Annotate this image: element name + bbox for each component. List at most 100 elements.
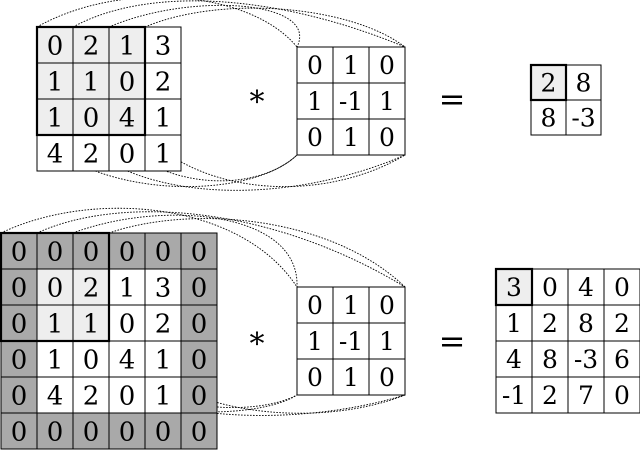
top-input-matrix-cell [108, 98, 146, 136]
bottom-input-matrix-value: 2 [83, 273, 100, 303]
bottom-kernel-matrix-value: -1 [339, 327, 363, 356]
bottom-output-matrix-cell [567, 304, 605, 342]
bottom-input-matrix-cell [180, 304, 218, 342]
top-convolution-operator: * [250, 85, 265, 120]
bottom-input-matrix-cell [144, 376, 182, 414]
bottom-kernel-matrix-value: 1 [343, 291, 359, 320]
top-input-matrix-value: 2 [83, 139, 100, 169]
bottom-input-matrix-value: 0 [191, 345, 208, 375]
top-input-matrix-value: 1 [47, 67, 64, 97]
top-kernel-matrix-value: 1 [343, 123, 359, 152]
bottom-input-matrix-value: 0 [155, 237, 172, 267]
bottom-output-matrix-cell [603, 340, 640, 378]
top-equals-sign: = [439, 80, 466, 118]
top-output-matrix-value: 8 [576, 69, 592, 98]
bottom-input-matrix-value: 0 [119, 381, 136, 411]
bottom-output-matrix-cell [603, 376, 640, 414]
top-kernel-matrix-value: 0 [379, 51, 395, 80]
bottom-output-matrix-value: 2 [542, 309, 558, 338]
bottom-input-matrix-value: 4 [119, 345, 136, 375]
bottom-input-matrix-value: 0 [191, 417, 208, 447]
top-input-matrix-cell [72, 26, 110, 64]
top-input-matrix-cell [72, 98, 110, 136]
bottom-kernel-matrix-value: 1 [307, 327, 323, 356]
bottom-input-matrix-cell [36, 340, 74, 378]
top-kernel-matrix-value: 1 [379, 87, 395, 116]
top-output-matrix-value: -3 [571, 104, 595, 133]
bottom-output-matrix-value: 2 [542, 381, 558, 410]
top-kernel-matrix-value: 1 [343, 51, 359, 80]
bottom-input-window [0, 231, 111, 343]
bottom-output-matrix-value: 4 [578, 273, 594, 302]
top-arc [108, 4, 300, 48]
bottom-input-matrix-cell [72, 304, 110, 342]
bottom-input-matrix-value: 0 [155, 417, 172, 447]
bottom-output-highlight [494, 267, 534, 307]
bottom-kernel-matrix-cell [332, 286, 370, 324]
bottom-input-matrix-cell [180, 232, 218, 270]
bottom-input-matrix-value: 0 [11, 345, 28, 375]
bottom-output-matrix-value: 0 [614, 273, 630, 302]
top-output-matrix-cell [530, 64, 567, 101]
bottom-input-matrix-value: 0 [83, 237, 100, 267]
top-kernel-matrix-cell [296, 46, 334, 84]
top-input-matrix-value: 1 [83, 67, 100, 97]
bottom-kernel-matrix-cell [368, 286, 406, 324]
bottom-input-matrix-cell [0, 412, 38, 450]
bottom-kernel-matrix-value: 0 [307, 363, 323, 392]
bottom-arc [0, 207, 298, 288]
bottom-input-matrix-value: 2 [83, 381, 100, 411]
bottom-input-matrix-cell [72, 412, 110, 450]
bottom-input-matrix-cell [108, 376, 146, 414]
bottom-input-matrix-value: 1 [155, 381, 172, 411]
bottom-input-matrix-value: 0 [119, 237, 136, 267]
bottom-input-matrix-value: 0 [119, 309, 136, 339]
top-output-matrix-cell [565, 64, 602, 101]
bottom-input-matrix-cell [144, 412, 182, 450]
bottom-output-matrix-value: 0 [614, 381, 630, 410]
top-input-matrix-value: 3 [155, 31, 172, 61]
bottom-output-matrix-cell [495, 304, 533, 342]
bottom-input-matrix-value: 2 [155, 309, 172, 339]
top-input-matrix-value: 2 [155, 67, 172, 97]
top-kernel-matrix-value: 0 [307, 123, 323, 152]
bottom-input-matrix-value: 0 [83, 345, 100, 375]
top-input-matrix-value: 0 [47, 31, 64, 61]
bottom-output-matrix-cell [567, 268, 605, 306]
bottom-output-matrix-value: 4 [506, 345, 522, 374]
top-output-matrix-cell [565, 99, 602, 136]
bottom-input-matrix-cell [144, 304, 182, 342]
bottom-input-matrix-value: 0 [191, 237, 208, 267]
top-kernel-matrix-value: 0 [307, 51, 323, 80]
bottom-input-matrix-cell [180, 412, 218, 450]
bottom-input-matrix-value: 0 [11, 309, 28, 339]
top-input-matrix-value: 2 [83, 31, 100, 61]
top-kernel-matrix-value: 0 [379, 123, 395, 152]
bottom-output-matrix-value: -1 [502, 381, 526, 410]
bottom-input-matrix-cell [0, 376, 38, 414]
bottom-input-matrix-cell [36, 412, 74, 450]
top-input-matrix-cell [72, 134, 110, 172]
bottom-input-matrix-value: 0 [11, 417, 28, 447]
bottom-kernel-matrix-value: 1 [343, 363, 359, 392]
top-input-matrix-value: 4 [119, 103, 136, 133]
bottom-input-matrix-cell [36, 304, 74, 342]
bottom-input-matrix-value: 0 [11, 381, 28, 411]
bottom-input-matrix-cell [0, 304, 38, 342]
top-kernel-matrix-cell [368, 82, 406, 120]
bottom-output-matrix-value: 8 [542, 345, 558, 374]
top-input-matrix-value: 1 [155, 103, 172, 133]
top-kernel-matrix-cell [332, 46, 370, 84]
top-input-matrix-value: 0 [83, 103, 100, 133]
bottom-kernel-matrix-value: 1 [379, 327, 395, 356]
bottom-input-matrix-value: 1 [155, 345, 172, 375]
top-arc [144, 134, 406, 188]
bottom-output-matrix-value: 1 [506, 309, 522, 338]
top-input-matrix-value: 0 [119, 67, 136, 97]
bottom-input-matrix-value: 0 [11, 273, 28, 303]
